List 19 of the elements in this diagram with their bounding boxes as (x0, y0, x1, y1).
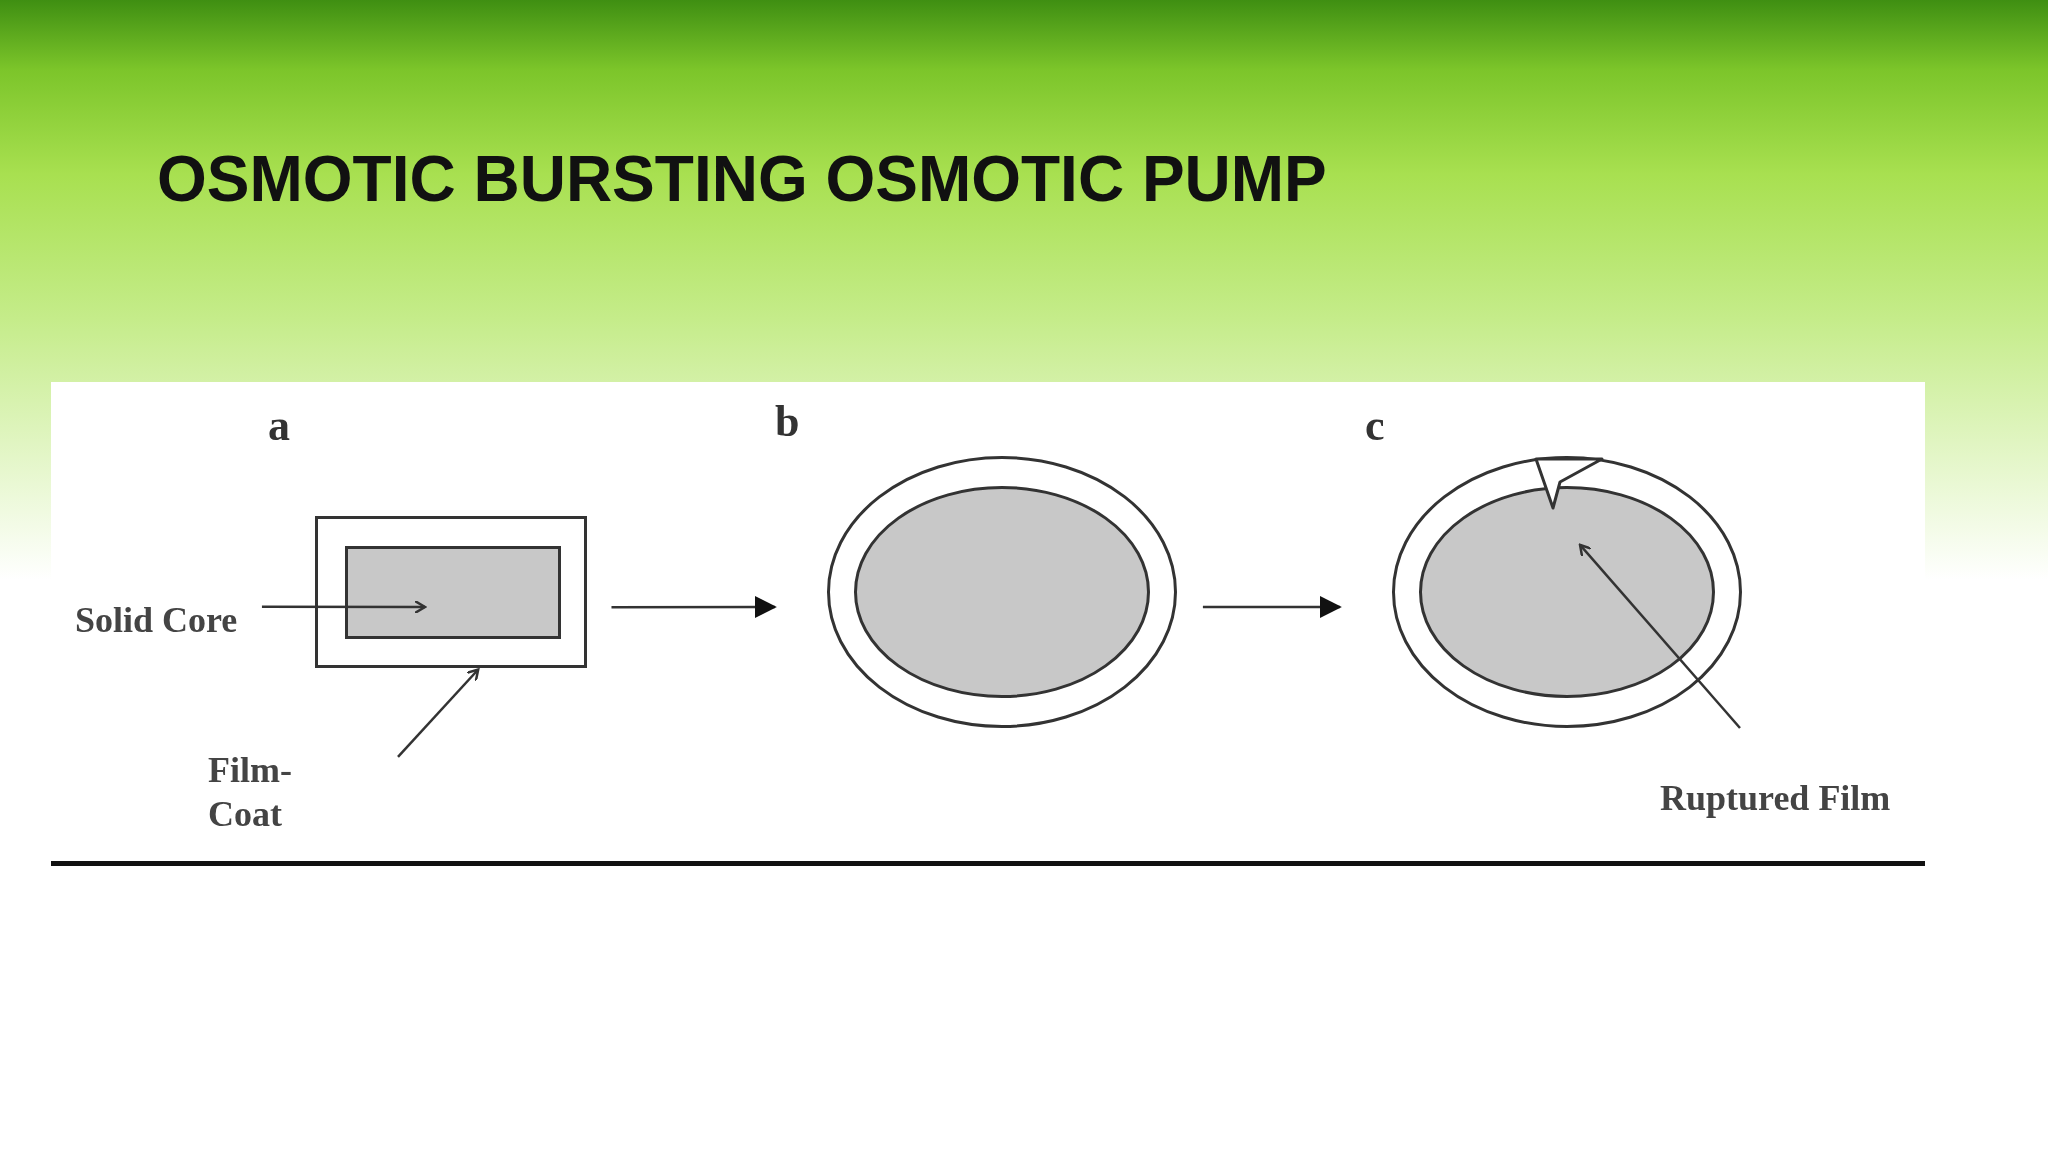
leader-arrow (261, 599, 427, 615)
ruptured-tablet (1392, 456, 1742, 728)
panel-letter: c (1365, 400, 1385, 451)
coated-tablet (827, 456, 1177, 728)
slide-title: OSMOTIC BURSTING OSMOTIC PUMP (157, 142, 1327, 216)
part-label: Solid Core (75, 598, 238, 642)
film-coat-rect (315, 516, 587, 668)
part-label: Film- Coat (208, 748, 308, 836)
leader-arrow (397, 668, 480, 758)
leader-arrow (1578, 543, 1741, 729)
process-arrow (611, 596, 777, 618)
part-label: Ruptured Film (1660, 776, 1891, 820)
rupture-notch (1534, 457, 1604, 510)
swollen-core (1419, 486, 1715, 698)
panel-letter: a (268, 400, 290, 451)
process-arrow (1202, 595, 1342, 618)
panel-letter: b (775, 396, 800, 447)
swollen-core (854, 486, 1150, 698)
core-rect (345, 546, 561, 639)
